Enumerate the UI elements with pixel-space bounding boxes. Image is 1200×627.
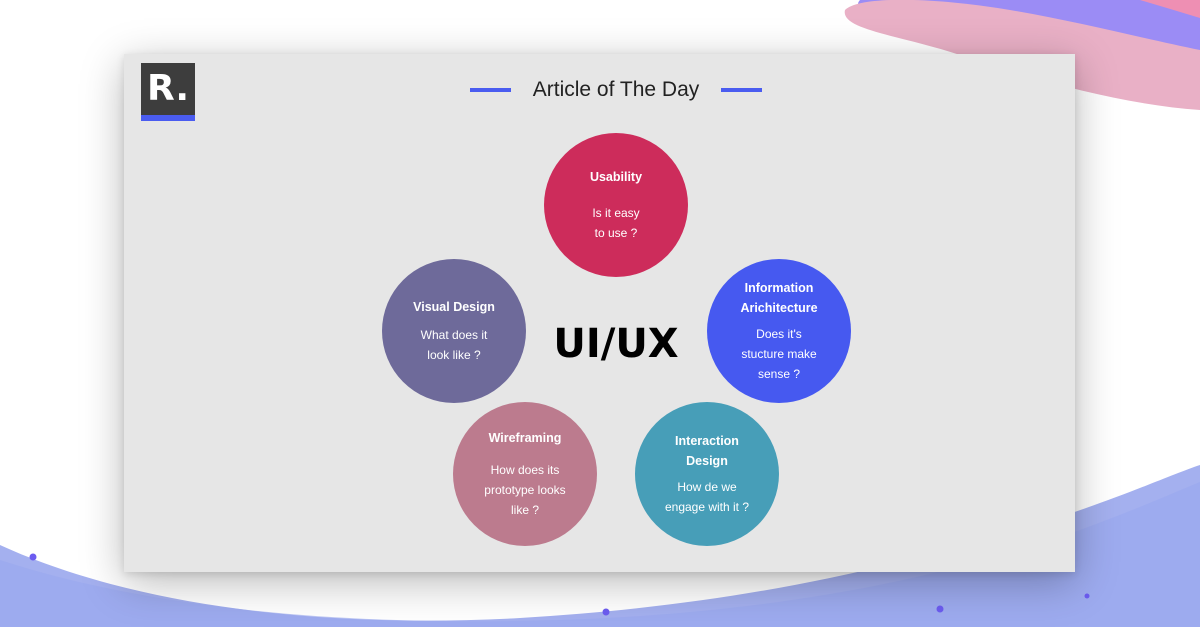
interaction-design-text: How de we engage with it ? xyxy=(664,480,750,514)
visual-design-title: Visual Design xyxy=(413,300,495,314)
usability-text: Is it easy to use ? xyxy=(592,206,640,240)
usability-circle: Usability Is it easy to use ? xyxy=(544,133,688,277)
wireframing-circle: Wireframing How does its prototype looks… xyxy=(453,402,597,546)
article-header: Article of The Day xyxy=(470,76,762,104)
center-label: UI/UX xyxy=(553,321,679,367)
wireframing-text: How does its prototype looks like ? xyxy=(484,463,566,517)
information-architecture-title: Information Arichitecture xyxy=(740,281,818,315)
header-right-rule xyxy=(720,88,762,92)
brand-logo[interactable]: R. xyxy=(141,63,195,121)
article-card: R. Article of The Day Usability Is it ea… xyxy=(124,54,1075,572)
interaction-design-title: Interaction Design xyxy=(675,434,739,468)
header-title: Article of The Day xyxy=(532,78,700,101)
information-architecture-text: Does it's stucture make sense ? xyxy=(741,327,817,381)
visual-design-circle: Visual Design What does it look like ? xyxy=(382,259,526,403)
visual-design-text: What does it look like ? xyxy=(420,328,488,362)
wireframing-title: Wireframing xyxy=(488,431,562,445)
header-left-rule xyxy=(470,88,511,92)
usability-title: Usability xyxy=(589,170,643,184)
interaction-design-circle: Interaction Design How de we engage with… xyxy=(635,402,779,546)
information-architecture-circle: Information Arichitecture Does it's stuc… xyxy=(707,259,851,403)
